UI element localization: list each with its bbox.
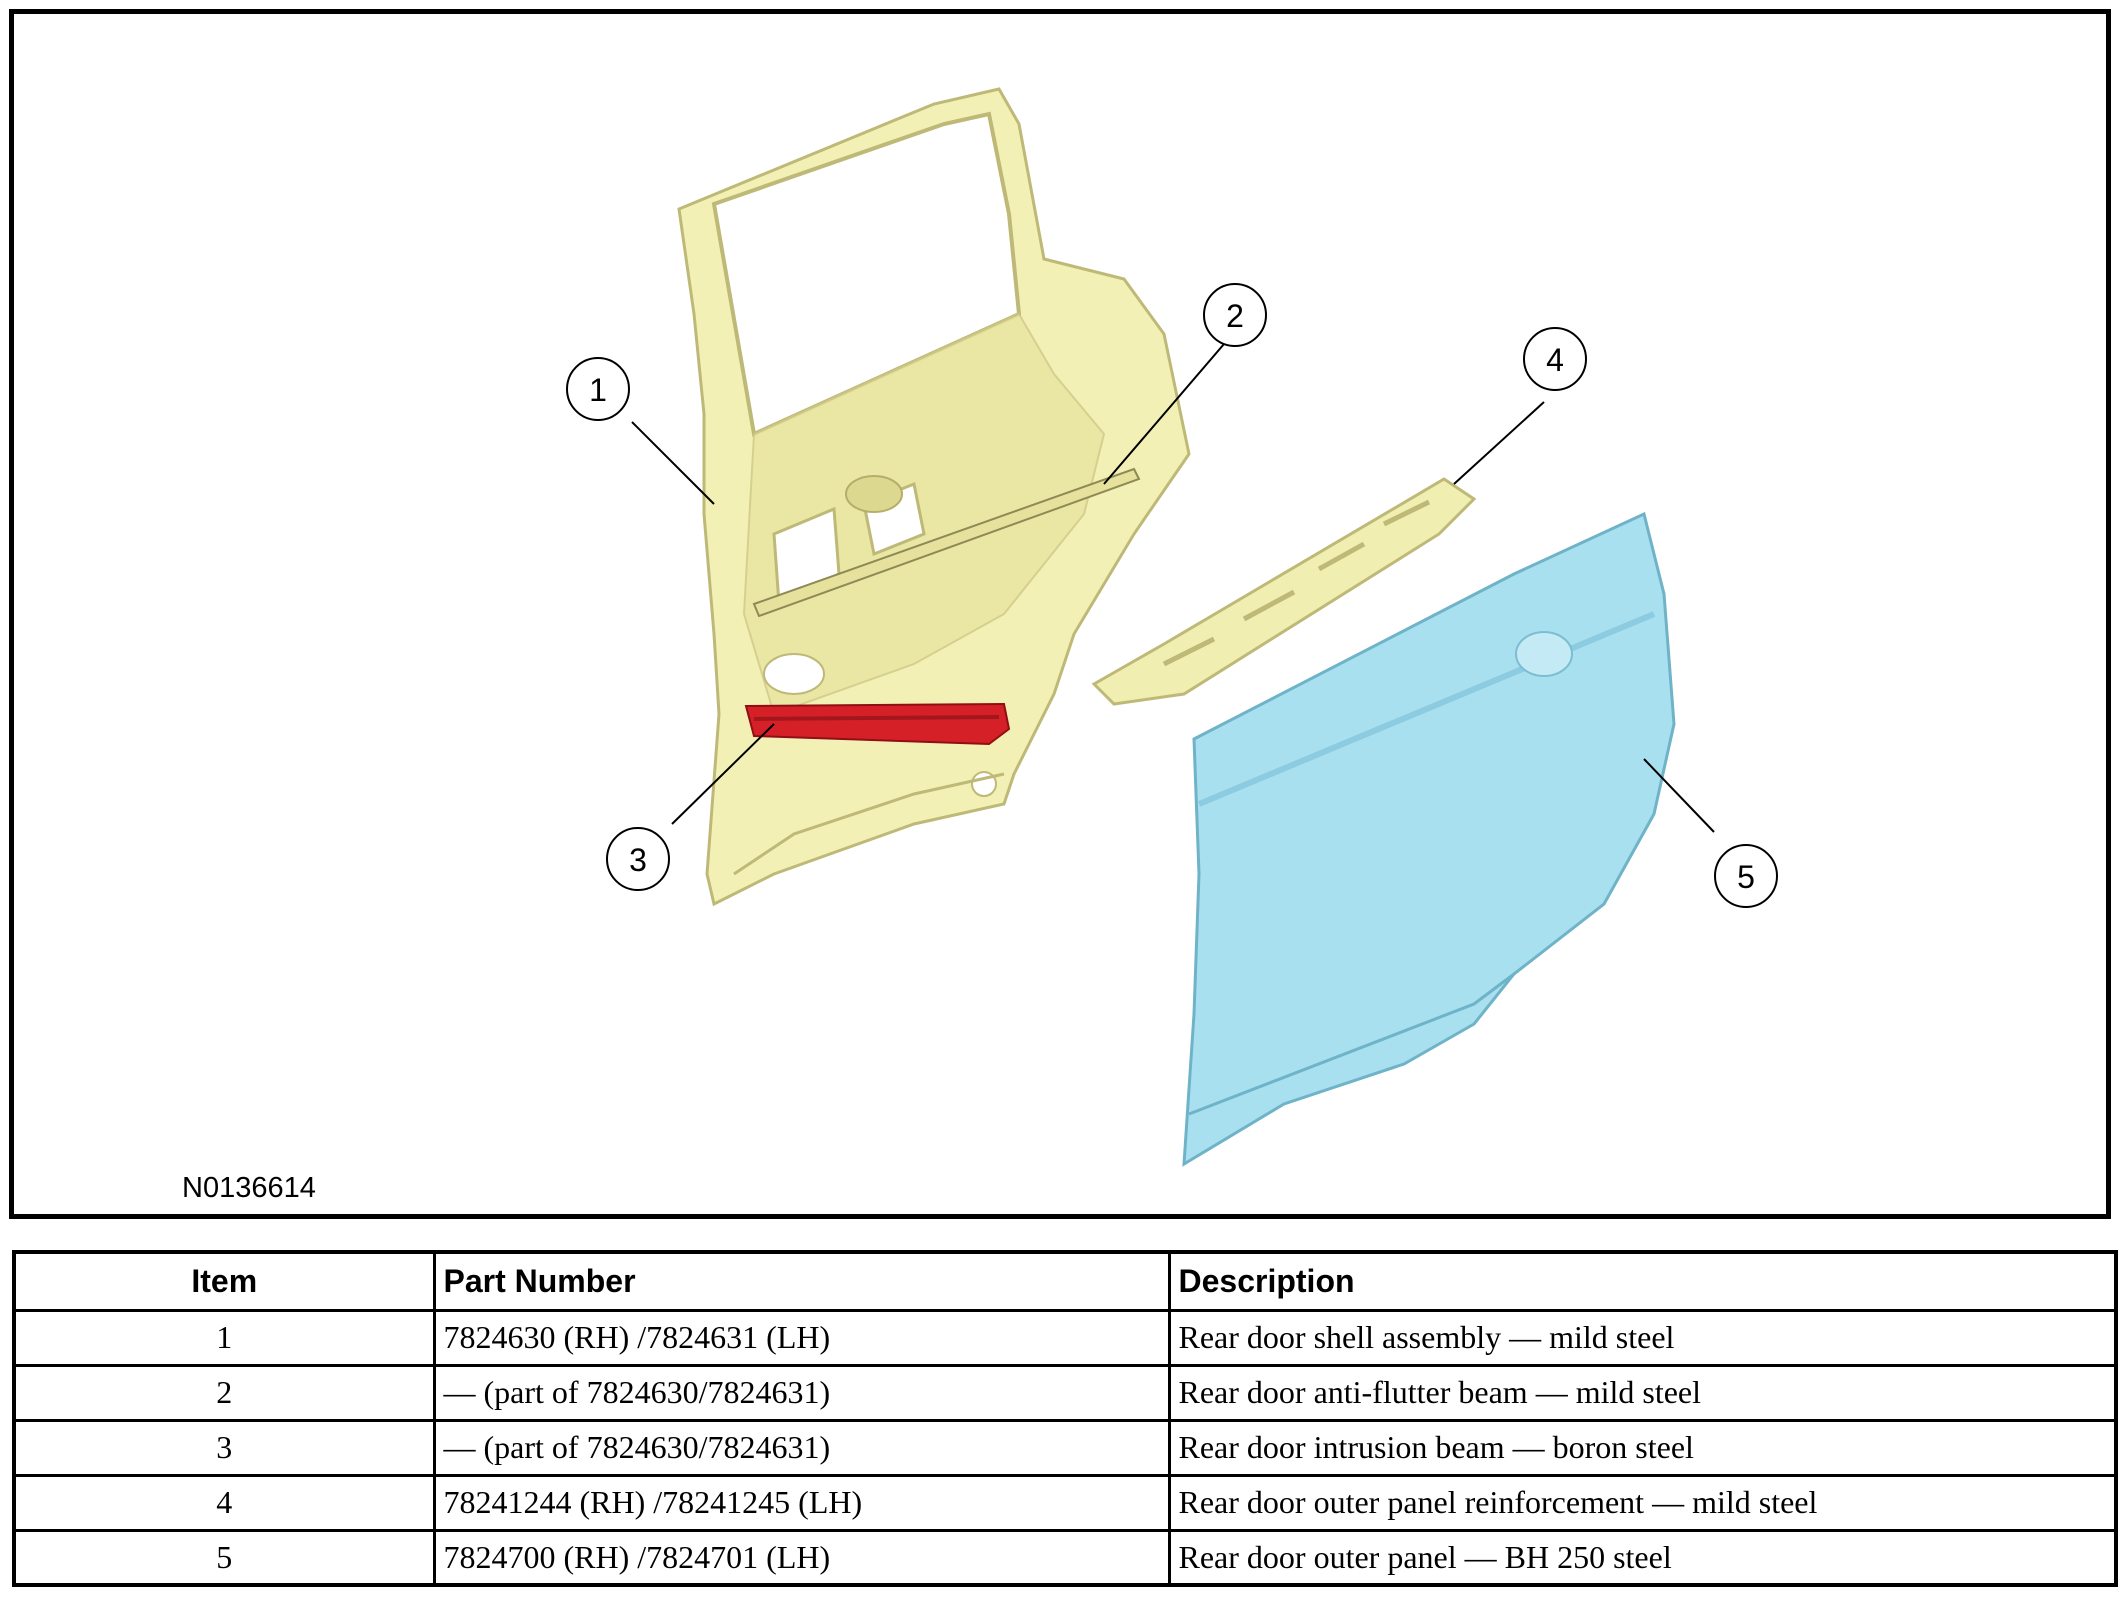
leader-line-3 xyxy=(671,723,775,825)
table-row: 1 7824630 (RH) /7824631 (LH) Rear door s… xyxy=(12,1308,2118,1367)
anti-flutter-beam-shape xyxy=(752,467,1141,618)
door-shell-assembly xyxy=(677,87,1191,907)
cell-part-number: 7824700 (RH) /7824701 (LH) xyxy=(432,1528,1171,1587)
anti-flutter-beam xyxy=(752,467,1141,618)
header-item: Item xyxy=(12,1250,436,1312)
reinforcement-slots xyxy=(1162,499,1431,667)
access-hole xyxy=(763,653,825,695)
outer-panel-hem xyxy=(1188,972,1515,1116)
cell-part-number: — (part of 7824630/7824631) xyxy=(432,1418,1171,1477)
header-part-number: Part Number xyxy=(432,1250,1171,1312)
inner-panel xyxy=(742,312,1106,716)
intrusion-beam-shape xyxy=(744,702,1011,746)
leader-line-4 xyxy=(1453,401,1545,485)
table-row: 4 78241244 (RH) /78241245 (LH) Rear door… xyxy=(12,1473,2118,1532)
callout-4: 4 xyxy=(1523,327,1587,391)
cell-description: Rear door anti-flutter beam — mild steel xyxy=(1167,1363,2118,1422)
shell-lower-flange xyxy=(733,772,1005,876)
leader-line-2 xyxy=(1103,343,1225,485)
cell-item: 2 xyxy=(12,1363,436,1422)
callout-5: 5 xyxy=(1714,844,1778,908)
callout-label: 1 xyxy=(589,372,607,408)
cell-item: 3 xyxy=(12,1418,436,1477)
cell-item: 4 xyxy=(12,1473,436,1532)
cell-description: Rear door outer panel reinforcement — mi… xyxy=(1167,1473,2118,1532)
cell-description: Rear door shell assembly — mild steel xyxy=(1167,1308,2118,1367)
door-exploded-diagram: 1 2 3 4 5 xyxy=(566,87,1778,1167)
parts-table: Item Part Number Description 1 7824630 (… xyxy=(12,1250,2118,1587)
table-row: 3 — (part of 7824630/7824631) Rear door … xyxy=(12,1418,2118,1477)
callout-label: 4 xyxy=(1546,342,1564,378)
callout-2: 2 xyxy=(1203,283,1267,347)
cell-description: Rear door outer panel — BH 250 steel xyxy=(1167,1528,2118,1587)
table-row: 5 7824700 (RH) /7824701 (LH) Rear door o… xyxy=(12,1528,2118,1587)
outer-panel-character-line xyxy=(1197,611,1656,807)
rear-door-outer-panel xyxy=(1182,511,1676,1167)
header-description: Description xyxy=(1167,1250,2118,1312)
exploded-view-figure: 1 2 3 4 5 N0136614 xyxy=(9,9,2111,1219)
callout-1: 1 xyxy=(566,357,630,421)
leader-line-5 xyxy=(1643,758,1715,833)
callout-label: 3 xyxy=(629,842,647,878)
cell-part-number: 7824630 (RH) /7824631 (LH) xyxy=(432,1308,1171,1367)
callout-label: 2 xyxy=(1226,298,1244,334)
leader-lines xyxy=(631,343,1715,833)
table-row: 2 — (part of 7824630/7824631) Rear door … xyxy=(12,1363,2118,1422)
door-handle-pocket xyxy=(1515,631,1573,677)
cell-part-number: — (part of 7824630/7824631) xyxy=(432,1363,1171,1422)
intrusion-beam-ridge xyxy=(753,715,1000,721)
callouts: 1 2 3 4 5 xyxy=(566,283,1778,908)
leader-line-1 xyxy=(631,421,715,505)
table-header-row: Item Part Number Description xyxy=(12,1250,2118,1312)
callout-label: 5 xyxy=(1737,859,1755,895)
reinforcement-shape xyxy=(1091,477,1477,706)
cell-item: 5 xyxy=(12,1528,436,1587)
cell-part-number: 78241244 (RH) /78241245 (LH) xyxy=(432,1473,1171,1532)
cell-description: Rear door intrusion beam — boron steel xyxy=(1167,1418,2118,1477)
cell-item: 1 xyxy=(12,1308,436,1367)
callout-3: 3 xyxy=(606,827,670,891)
outer-panel-reinforcement xyxy=(1091,477,1477,706)
intrusion-beam xyxy=(744,702,1011,746)
figure-id-label: N0136614 xyxy=(182,1172,316,1204)
access-hole xyxy=(845,475,903,513)
